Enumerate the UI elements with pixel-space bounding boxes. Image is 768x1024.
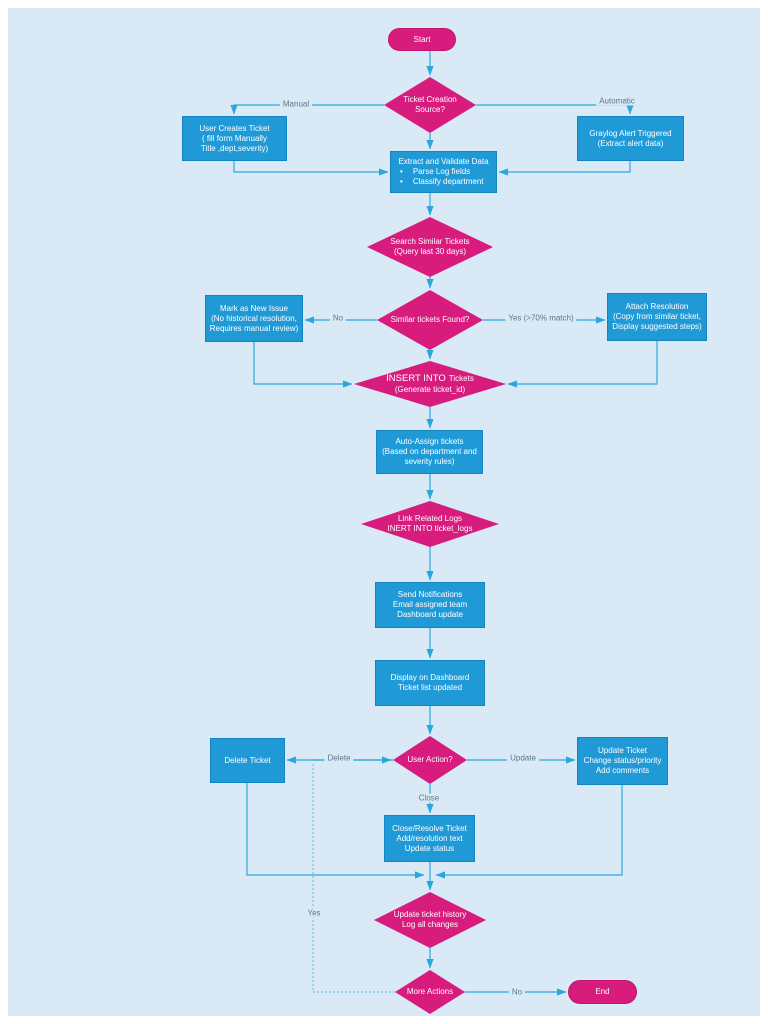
node-label: Similar tickets Found?: [390, 315, 470, 324]
node-graylog-alert-triggered: Graylog Alert Triggered (Extract alert d…: [577, 116, 684, 161]
node-label: Send Notifications Email assigned team D…: [392, 590, 468, 619]
edge-label-manual: Manual: [279, 99, 313, 109]
extract-bullet-2: Classify department: [412, 177, 484, 186]
edge-label-delete: Delete: [324, 753, 354, 763]
edge-label-automatic: Automatic: [596, 96, 638, 106]
node-label: Graylog Alert Triggered (Extract alert d…: [589, 128, 672, 148]
node-label: Search Similar Tickets (Query last 30 da…: [390, 237, 470, 256]
node-label: End: [595, 987, 610, 996]
node-label: Close/Resolve Ticket Add/resolution text…: [392, 823, 467, 853]
node-close-resolve-ticket: Close/Resolve Ticket Add/resolution text…: [384, 815, 475, 862]
node-label: Display on Dashboard Ticket list updated: [390, 673, 470, 692]
node-display-on-dashboard: Display on Dashboard Ticket list updated: [375, 660, 485, 706]
edge-label-no-more: No: [508, 987, 526, 997]
node-label: Delete Ticket: [224, 755, 271, 765]
extract-title: Extract and Validate Data: [398, 157, 489, 166]
node-user-creates-ticket: User Creates Ticket ( fill form Manually…: [182, 116, 287, 161]
edge-label-no-match: No: [329, 313, 347, 323]
node-label: Start: [413, 34, 431, 44]
node-auto-assign-tickets: Auto-Assign tickets (Based on department…: [376, 430, 483, 474]
node-delete-ticket: Delete Ticket: [210, 738, 285, 783]
node-attach-resolution: Attach Resolution (Copy from similar tic…: [607, 293, 707, 341]
node-end: End: [568, 980, 637, 1004]
node-label: Ticket Creation Source?: [403, 95, 457, 114]
node-start: Start: [388, 28, 456, 51]
node-label: Auto-Assign tickets (Based on department…: [382, 437, 477, 466]
edge-label-yes-match: Yes (>70% match): [505, 313, 577, 323]
node-label: Update ticket history Log all changes: [393, 910, 467, 929]
node-mark-as-new-issue: Mark as New Issue (No historical resolut…: [205, 295, 303, 342]
node-label: Mark as New Issue (No historical resolut…: [209, 303, 299, 333]
extract-bullet-1: Parse Log fields: [412, 167, 471, 176]
node-update-ticket: Update Ticket Change status/priority Add…: [577, 737, 668, 785]
node-label: User Creates Ticket ( fill form Manually…: [199, 123, 270, 153]
node-label: More Actions: [406, 987, 454, 996]
insert-sql-text: INSERT INTO: [386, 373, 446, 385]
edge-label-yes-more: Yes: [304, 908, 324, 918]
insert-table-text: Tickets: [448, 374, 474, 384]
node-label: Update Ticket Change status/priority Add…: [583, 746, 662, 775]
node-label: Extract and Validate Data Parse Log fiel…: [391, 155, 496, 189]
edge-label-close: Close: [415, 793, 443, 803]
insert-sub-text: (Generate ticket_id): [394, 384, 466, 394]
node-send-notifications: Send Notifications Email assigned team D…: [375, 582, 485, 628]
edge-label-update: Update: [507, 753, 539, 763]
node-label: User Action?: [407, 755, 453, 764]
node-extract-validate-data: Extract and Validate Data Parse Log fiel…: [390, 151, 497, 193]
node-label: Attach Resolution (Copy from similar tic…: [612, 302, 702, 331]
node-label: Link Related Logs INERT INTO ticket_logs: [387, 514, 473, 533]
